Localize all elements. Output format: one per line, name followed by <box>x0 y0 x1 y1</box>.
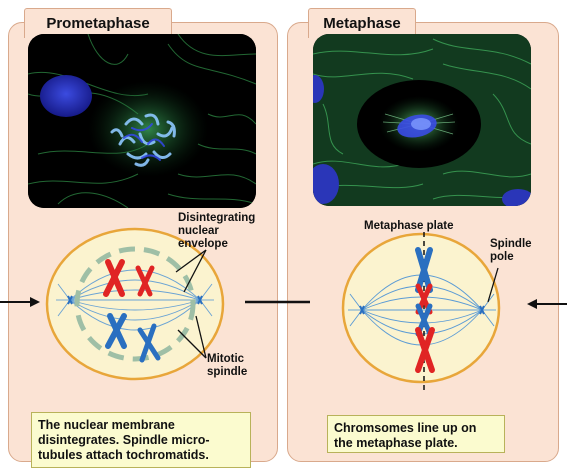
chromosome-blue-2 <box>137 323 161 363</box>
metaphase-title: Metaphase <box>308 8 416 38</box>
spindle-pole-label: Spindle pole <box>490 238 532 263</box>
envelope-label: Disintegrating nuclear envelope <box>178 212 256 250</box>
disintegrating-nuclear-envelope <box>74 246 196 362</box>
metaphase-pole-right <box>479 305 485 315</box>
chromosome-blue-1 <box>105 313 127 349</box>
metaphase-pole-left <box>359 305 365 315</box>
spindle-label: Mitotic spindle <box>207 353 248 378</box>
arrow-in-left <box>0 297 40 307</box>
metaphase-plate-label: Metaphase plate <box>364 220 454 232</box>
metaphase-caption: Chromsomes line up on the metaphase plat… <box>327 415 505 453</box>
prometaphase-micrograph <box>28 34 256 208</box>
chromosome-red-1 <box>103 259 125 297</box>
arrow-in-right <box>527 299 567 309</box>
metaphase-micrograph <box>313 34 531 206</box>
spindle-pole-left <box>67 295 73 305</box>
metaphase-cell <box>341 232 501 392</box>
prometaphase-cell <box>45 227 225 381</box>
mitotic-spindle-fibers <box>56 269 214 331</box>
prometaphase-title: Prometaphase <box>24 8 172 38</box>
spindle-pole-right <box>197 295 203 305</box>
chromosome-red-2 <box>135 265 155 297</box>
metaphase-chromosome-blue-1 <box>415 247 433 293</box>
metaphase-chromosome-red-2 <box>415 327 435 373</box>
prometaphase-caption: The nuclear membrane disintegrates. Spin… <box>31 412 251 468</box>
